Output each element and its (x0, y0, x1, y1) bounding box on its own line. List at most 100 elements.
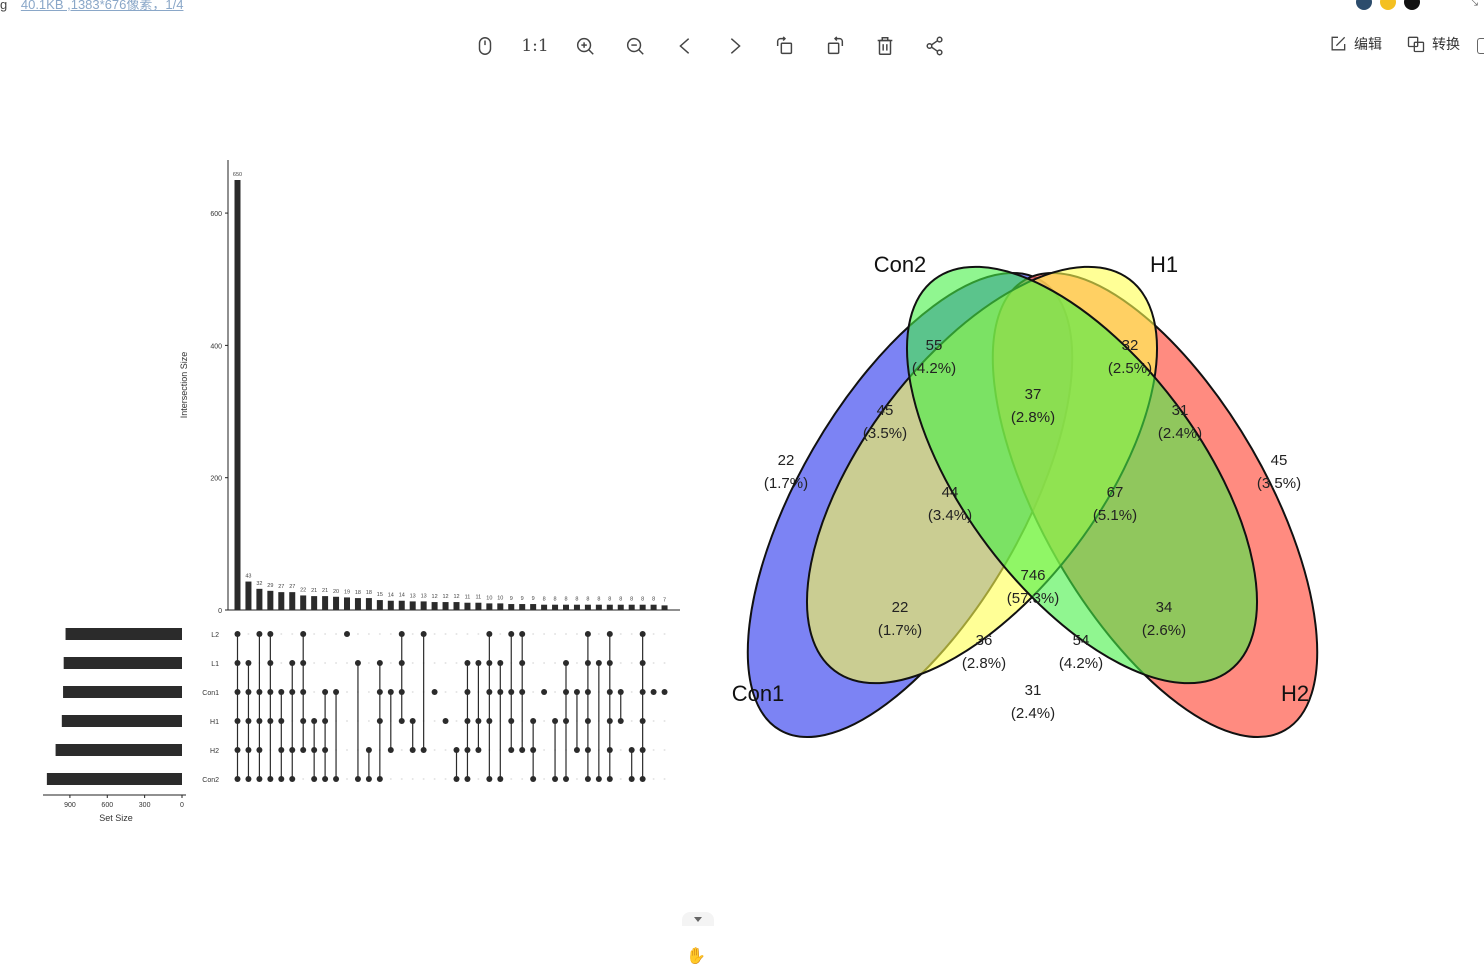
venn-region-count: 55 (926, 337, 943, 354)
intersection-bar-label: 9 (521, 596, 524, 602)
rotate-right-button[interactable] (810, 28, 860, 64)
matrix-dot-empty (455, 720, 458, 722)
intersection-bar (387, 600, 394, 610)
venn-region-count: 36 (976, 632, 993, 649)
intersection-bar-label: 15 (377, 592, 383, 598)
intersection-bar (245, 581, 252, 610)
matrix-dot-empty (313, 633, 316, 635)
file-name-fragment: g (0, 0, 8, 12)
badge-icon[interactable] (1380, 0, 1396, 10)
venn-region-percent: (2.8%) (962, 655, 1006, 672)
rotate-left-button[interactable] (760, 28, 810, 64)
venn-region-percent: (57.3%) (1007, 590, 1060, 607)
matrix-dot-empty (455, 633, 458, 635)
set-size-tick-label: 600 (101, 802, 113, 809)
status-icons (1356, 0, 1420, 10)
intersection-bar (584, 604, 591, 610)
matrix-dot-empty (433, 633, 436, 635)
venn-region-percent: (1.7%) (764, 475, 808, 492)
matrix-dot-empty (444, 749, 447, 751)
venn-region-percent: (2.5%) (1108, 360, 1152, 377)
intersection-bar-label: 650 (233, 172, 242, 178)
matrix-dot-empty (346, 691, 348, 693)
matrix-dot-empty (652, 749, 655, 751)
intersection-bar-label: 9 (510, 596, 513, 602)
intersection-bar (606, 604, 613, 610)
matrix-dot-empty (663, 720, 666, 722)
convert-button[interactable]: 转换 (1406, 34, 1460, 54)
intersection-bar-label: 13 (410, 593, 416, 599)
intersection-bar-label: 10 (486, 595, 492, 601)
matrix-dot-empty (346, 778, 348, 780)
file-info-bar: g 40.1KB ,1383*676像素，1/4 (0, 0, 184, 12)
intersection-bar-label: 12 (453, 594, 459, 600)
venn-region-percent: (1.7%) (878, 622, 922, 639)
previous-button[interactable] (660, 28, 710, 64)
app-icon[interactable] (1404, 0, 1420, 10)
matrix-dot-empty (554, 691, 557, 693)
delete-button[interactable] (860, 28, 910, 64)
convert-icon (1407, 36, 1425, 53)
matrix-dot-empty (554, 662, 557, 664)
intersection-bar (639, 604, 646, 610)
intersection-bar (376, 600, 383, 610)
actual-size-button[interactable]: 1:1 (510, 28, 560, 64)
intersection-bar (453, 602, 460, 610)
intersection-bar (661, 605, 668, 610)
matrix-dot-empty (302, 778, 305, 780)
matrix-dot-empty (324, 633, 327, 635)
chevron-left-icon (679, 38, 690, 54)
set-name-label: L2 (211, 632, 219, 639)
intersection-bar-label: 18 (366, 590, 372, 596)
edit-button[interactable]: 编辑 (1328, 34, 1382, 54)
venn-region-count: 54 (1073, 632, 1090, 649)
next-button[interactable] (710, 28, 760, 64)
zoom-out-button[interactable] (610, 28, 660, 64)
intersection-bar (486, 603, 493, 610)
intersection-bar (519, 604, 526, 610)
intersection-bar-label: 27 (289, 584, 295, 590)
y-tick-label: 600 (210, 211, 222, 218)
matrix-dot-empty (444, 633, 447, 635)
y-tick-label: 400 (210, 343, 222, 350)
matrix-dot-empty (346, 720, 348, 722)
matrix-dot-empty (477, 778, 480, 780)
intersection-bar-label: 14 (388, 593, 394, 599)
matrix-dot-empty (619, 778, 622, 780)
expand-toggle[interactable] (682, 912, 714, 926)
venn-region-percent: (3.5%) (1257, 475, 1301, 492)
venn-region-count: 31 (1172, 402, 1189, 419)
matrix-dot-empty (575, 662, 578, 664)
set-size-bar (65, 628, 182, 640)
venn-region-count: 37 (1025, 386, 1042, 403)
matrix-dot-active (344, 631, 350, 637)
mouse-mode-button[interactable] (460, 28, 510, 64)
share-button[interactable] (910, 28, 960, 64)
intersection-bar (333, 596, 340, 610)
zoom-in-icon (576, 37, 594, 55)
file-details-link[interactable]: 40.1KB ,1383*676像素，1/4 (20, 0, 184, 12)
intersection-bar (322, 596, 329, 610)
set-size-tick-label: 900 (64, 802, 76, 809)
intersection-bar-label: 27 (278, 584, 284, 590)
intersection-bar (508, 604, 515, 610)
fullscreen-icon[interactable]: ⤡ (1468, 0, 1478, 8)
panel-toggle-icon[interactable] (1477, 38, 1484, 54)
avatar[interactable] (1356, 0, 1372, 10)
venn-region-count: 34 (1156, 599, 1173, 616)
matrix-dot-empty (510, 778, 513, 780)
matrix-dot-empty (532, 691, 535, 693)
matrix-dot-empty (367, 720, 370, 722)
intersection-bar-label: 7 (663, 597, 666, 603)
chevron-down-icon (694, 916, 702, 922)
set-size-bar (46, 773, 183, 785)
intersection-bar-label: 8 (575, 597, 578, 603)
intersection-bar-label: 12 (442, 594, 448, 600)
matrix-dot-empty (565, 633, 567, 635)
matrix-dot-empty (543, 720, 546, 722)
zoom-in-button[interactable] (560, 28, 610, 64)
matrix-dot-empty (444, 691, 447, 693)
venn-region-count: 45 (1271, 452, 1288, 469)
